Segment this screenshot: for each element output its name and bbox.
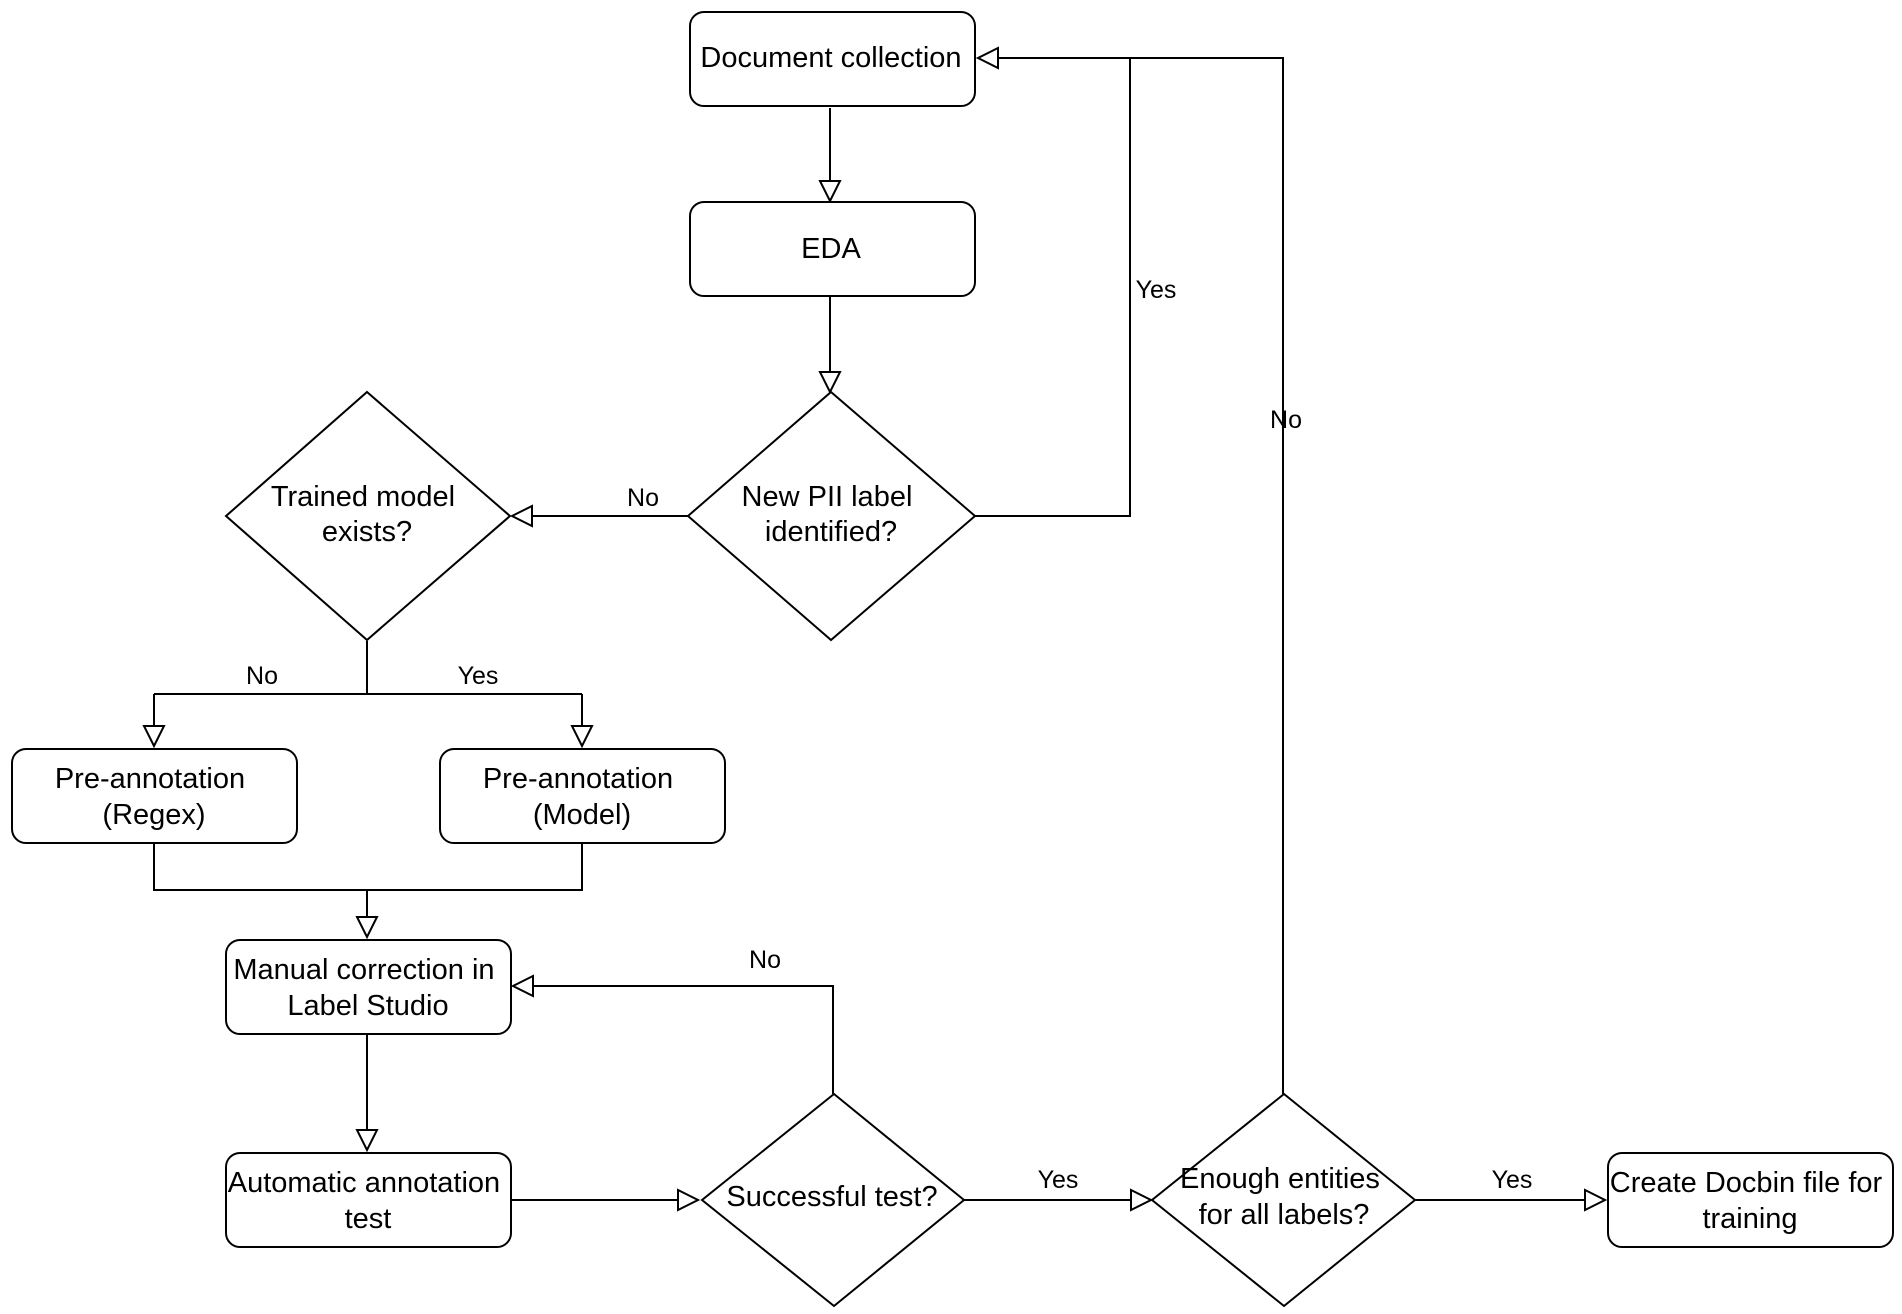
edge-label-pii-no: No bbox=[627, 484, 659, 512]
node-label-line-2: test bbox=[345, 1203, 392, 1235]
node-manual-correction: Manual correction in Label Studio bbox=[225, 939, 512, 1035]
edge-pre-annotation-merge bbox=[153, 843, 583, 917]
node-label-line-1: Trained model bbox=[271, 481, 455, 513]
edge-label-entities-no: No bbox=[1270, 406, 1302, 434]
arrowhead-to-docbin bbox=[1584, 1188, 1608, 1212]
arrowhead-to-manual bbox=[355, 916, 379, 940]
node-label-line-1: New PII label bbox=[742, 481, 913, 513]
node-label-line-2: (Model) bbox=[533, 799, 631, 831]
arrowhead-to-automatic bbox=[355, 1129, 379, 1153]
edge-pii-yes-to-document bbox=[974, 57, 1131, 517]
edge-label-trained-yes: Yes bbox=[458, 662, 499, 690]
edge-trained-branch bbox=[153, 641, 583, 726]
edge-label-test-no: No bbox=[749, 946, 781, 974]
edge-entities-no-to-document bbox=[1130, 57, 1284, 1094]
svg-text:New PII label identified: New PII label identified? bbox=[742, 481, 921, 548]
node-label-line-1: Pre-annotation bbox=[483, 763, 673, 795]
edges bbox=[153, 57, 1585, 1201]
node-label: EDA bbox=[801, 233, 861, 265]
node-label-line-2: Label Studio bbox=[287, 990, 448, 1022]
node-label-line-2: training bbox=[1702, 1203, 1797, 1235]
edge-labels: Yes No No No Yes No Yes Yes bbox=[246, 276, 1532, 1194]
edge-label-entities-yes: Yes bbox=[1492, 1166, 1533, 1194]
arrowhead-to-manual-loop bbox=[510, 974, 534, 998]
node-successful-test-decision: Successful test? bbox=[700, 1092, 966, 1308]
svg-text:Enough entities for all: Enough entities for all labels? bbox=[1180, 1163, 1388, 1231]
node-label-line-1: Automatic annotation bbox=[228, 1167, 500, 1199]
arrowhead-to-trained bbox=[509, 504, 533, 528]
node-create-docbin: Create Docbin file for training bbox=[1607, 1152, 1894, 1248]
svg-text:Document collection: Document collection bbox=[700, 42, 961, 74]
arrowhead-to-regex bbox=[142, 725, 166, 749]
edge-label-test-yes: Yes bbox=[1038, 1166, 1079, 1194]
arrowhead-to-document bbox=[975, 46, 999, 70]
arrowhead-to-pii-decision bbox=[818, 371, 842, 395]
node-label-line-2: exists? bbox=[322, 516, 412, 548]
svg-text:Trained model exists?: Trained model exists? bbox=[271, 481, 463, 548]
edge-test-no-to-manual bbox=[533, 985, 834, 1094]
node-enough-entities-decision: Enough entities for all labels? bbox=[1150, 1092, 1417, 1308]
svg-text:Pre-annotation (Model): Pre-annotation (Model) bbox=[483, 763, 681, 831]
svg-text:Pre-annotation (Regex): Pre-annotation (Regex) bbox=[55, 763, 253, 831]
node-pre-annotation-regex: Pre-annotation (Regex) bbox=[11, 748, 298, 844]
node-label-line-2: identified? bbox=[765, 516, 897, 548]
svg-text:Create Docbin file for t: Create Docbin file for training bbox=[1610, 1167, 1890, 1235]
arrowhead-to-test bbox=[677, 1188, 701, 1212]
arrowhead-to-entities bbox=[1130, 1188, 1154, 1212]
node-label-line-2: for all labels? bbox=[1199, 1199, 1370, 1231]
svg-text:Automatic annotation tes: Automatic annotation test bbox=[228, 1167, 509, 1235]
node-label: Successful test? bbox=[726, 1181, 937, 1213]
edge-label-pii-yes: Yes bbox=[1136, 276, 1177, 304]
node-label-line-1: Manual correction in bbox=[233, 954, 494, 986]
node-pre-annotation-model: Pre-annotation (Model) bbox=[439, 748, 726, 844]
node-label-line-2: (Regex) bbox=[102, 799, 205, 831]
node-eda: EDA bbox=[689, 201, 976, 297]
node-document-collection: Document collection bbox=[689, 11, 976, 107]
edge-label-trained-no: No bbox=[246, 662, 278, 690]
node-label-line-1: Enough entities bbox=[1180, 1163, 1380, 1195]
node-trained-model-decision: Trained model exists? bbox=[224, 390, 512, 642]
node-label-line-1: Pre-annotation bbox=[55, 763, 245, 795]
arrowhead-to-eda bbox=[818, 180, 842, 204]
svg-text:Manual correction in Lab: Manual correction in Label Studio bbox=[233, 954, 502, 1022]
arrowhead-to-model bbox=[570, 725, 594, 749]
node-label: Document collection bbox=[700, 42, 961, 74]
arrowheads bbox=[142, 46, 1608, 1212]
svg-text:Successful test?: Successful test? bbox=[726, 1181, 937, 1213]
node-label-line-1: Create Docbin file for bbox=[1610, 1167, 1883, 1199]
node-automatic-annotation-test: Automatic annotation test bbox=[225, 1152, 512, 1248]
node-new-pii-label-decision: New PII label identified? bbox=[686, 390, 977, 642]
svg-text:EDA: EDA bbox=[801, 233, 861, 265]
